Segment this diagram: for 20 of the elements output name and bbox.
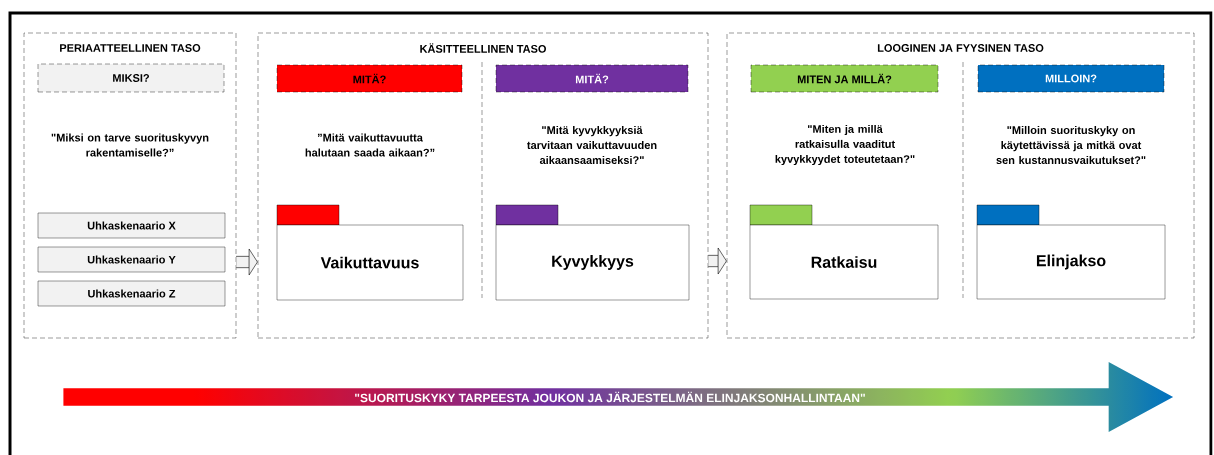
gradient-arrow: "SUORITUSKYKY TARPEESTA JOUKON JA JÄRJESTELMÄN ELINJAKSONHALLINTAAN" <box>355 391 865 403</box>
question-text: "Mitä kyvykkyyksiä tarvitaan vaikuttavuuden aikaansaamiseksi?" <box>527 125 657 165</box>
folder-box: Vaikuttavuus <box>276 204 464 301</box>
block-arrow <box>236 248 258 276</box>
scenario-box: Uhkaskenaario Y <box>37 246 226 273</box>
header-box: MITÄ? <box>495 64 689 93</box>
folder-box: Ratkaisu <box>749 204 939 300</box>
header-box: MIKSI? <box>37 63 225 93</box>
scenario-box: Uhkaskenaario X <box>37 212 226 239</box>
folder-box: Elinjakso <box>976 204 1166 300</box>
header-box: MILLOIN? <box>977 64 1165 93</box>
block-arrow <box>708 247 727 275</box>
question-text: "Milloin suorituskyky on käytettävissä ja mitkä ovat sen kustannusvaikutukset?" <box>996 125 1146 165</box>
question-text: "Miten ja millä ratkaisulla vaaditut kyvykkyydet toteutetaan?" <box>775 124 915 166</box>
header-box: MITÄ? <box>276 64 463 93</box>
header-box: MITEN JA MILLÄ? <box>750 64 939 93</box>
scenario-box: Uhkaskenaario Z <box>37 280 226 307</box>
question-text: "Miksi on tarve suorituskyvyn rakentamiselle?” <box>51 133 209 157</box>
folder-box: Kyvykkyys <box>495 204 690 301</box>
question-text: ”Mitä vaikuttavuutta halutaan saada aikaan?” <box>305 133 435 157</box>
